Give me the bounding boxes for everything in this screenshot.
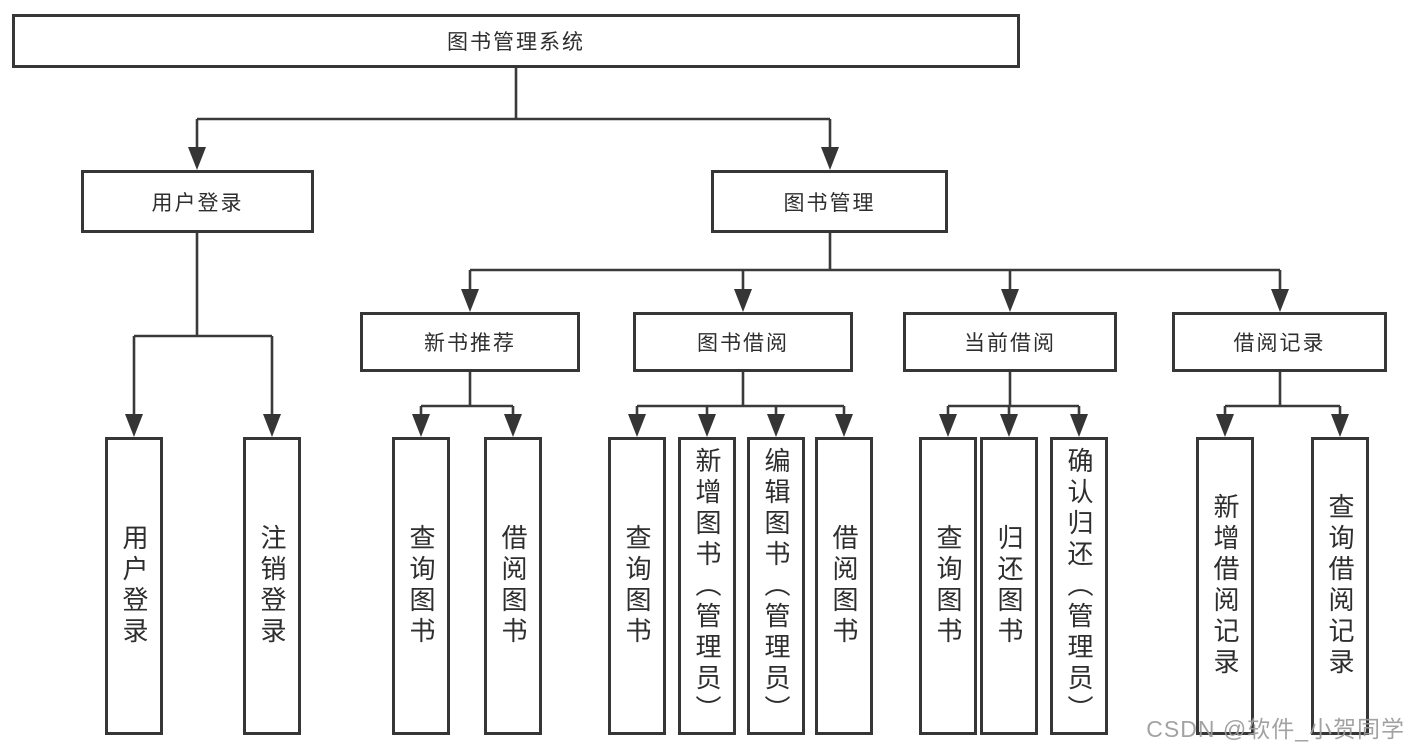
node-library-system: 图书管理系统 xyxy=(12,14,1020,68)
leaf-add-borrow-record: 新增借阅记录 xyxy=(1196,437,1254,735)
leaf-query-books-recommend: 查询图书 xyxy=(392,437,450,735)
leaf-query-books-current: 查询图书 xyxy=(919,437,977,735)
leaf-edit-books-admin: 编辑图书（管理员） xyxy=(747,437,805,735)
leaf-confirm-return-admin: 确认归还（管理员） xyxy=(1050,437,1108,735)
leaf-logout: 注销登录 xyxy=(243,437,301,735)
leaf-query-borrow-record: 查询借阅记录 xyxy=(1311,437,1369,735)
node-borrowing-records: 借阅记录 xyxy=(1172,312,1387,372)
node-book-borrowing: 图书借阅 xyxy=(633,312,853,372)
node-current-borrowing: 当前借阅 xyxy=(903,312,1117,372)
leaf-borrow-books-recommend: 借阅图书 xyxy=(484,437,542,735)
leaf-add-books-admin: 新增图书（管理员） xyxy=(678,437,736,735)
node-user-login: 用户登录 xyxy=(81,170,314,233)
leaf-return-books: 归还图书 xyxy=(980,437,1038,735)
leaf-borrow-books-borrowing: 借阅图书 xyxy=(815,437,873,735)
leaf-user-login: 用户登录 xyxy=(105,437,163,735)
leaf-query-books-borrowing: 查询图书 xyxy=(608,437,666,735)
csdn-watermark: CSDN @软件_小贺同学 xyxy=(1146,716,1405,742)
node-new-book-recommend: 新书推荐 xyxy=(360,312,580,372)
node-book-management: 图书管理 xyxy=(711,170,948,233)
